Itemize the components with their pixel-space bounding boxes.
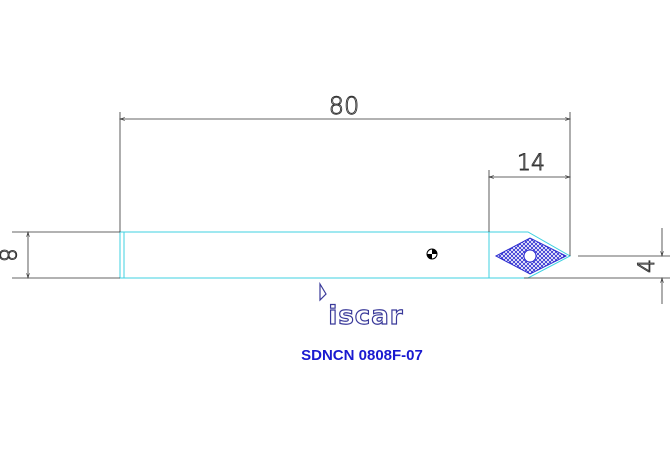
insert-hole bbox=[523, 249, 537, 263]
dimension-insert-offset: 4 bbox=[524, 228, 670, 304]
dimension-80-label: 80 bbox=[329, 92, 360, 120]
brand-logo: iscar bbox=[319, 281, 403, 332]
shank-outline bbox=[119, 231, 490, 279]
dimension-14-label: 14 bbox=[517, 151, 545, 176]
dimension-shank-height: 8 bbox=[0, 232, 120, 278]
part-code: SDNCN 0808F-07 bbox=[301, 347, 423, 364]
dimension-4-label: 4 bbox=[635, 259, 660, 273]
cutting-insert bbox=[494, 237, 568, 275]
dimension-overall-length: 80 bbox=[120, 92, 570, 256]
dimension-insert-length: 14 bbox=[489, 151, 570, 232]
center-mark bbox=[426, 248, 438, 260]
dimension-8-label: 8 bbox=[0, 248, 19, 262]
brand-logo-text: iscar bbox=[328, 301, 403, 331]
